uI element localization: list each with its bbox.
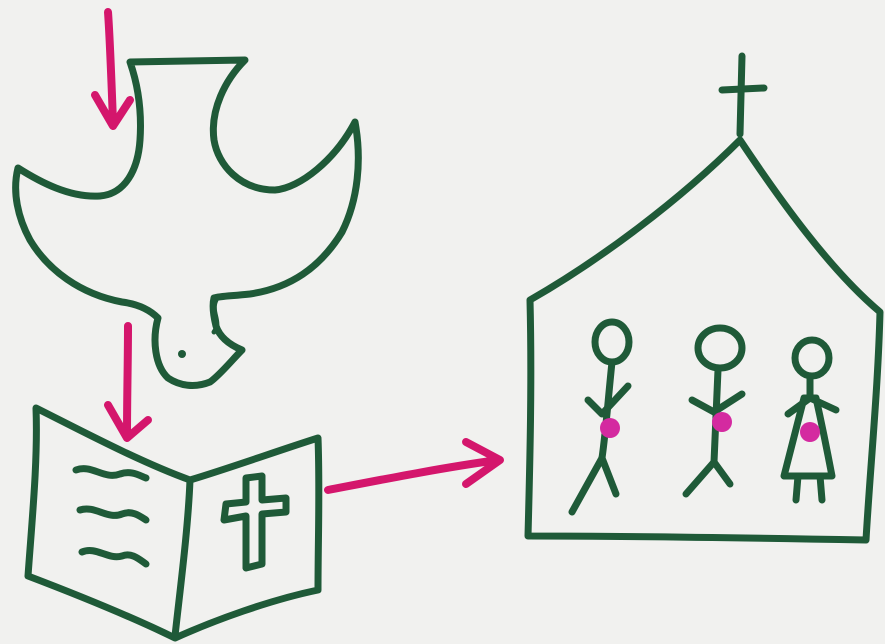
steeple-cross-icon (740, 56, 742, 134)
heart-icon (800, 422, 820, 442)
heart-icon (712, 412, 732, 432)
heart-icon (600, 418, 620, 438)
dove-eye (178, 350, 186, 358)
